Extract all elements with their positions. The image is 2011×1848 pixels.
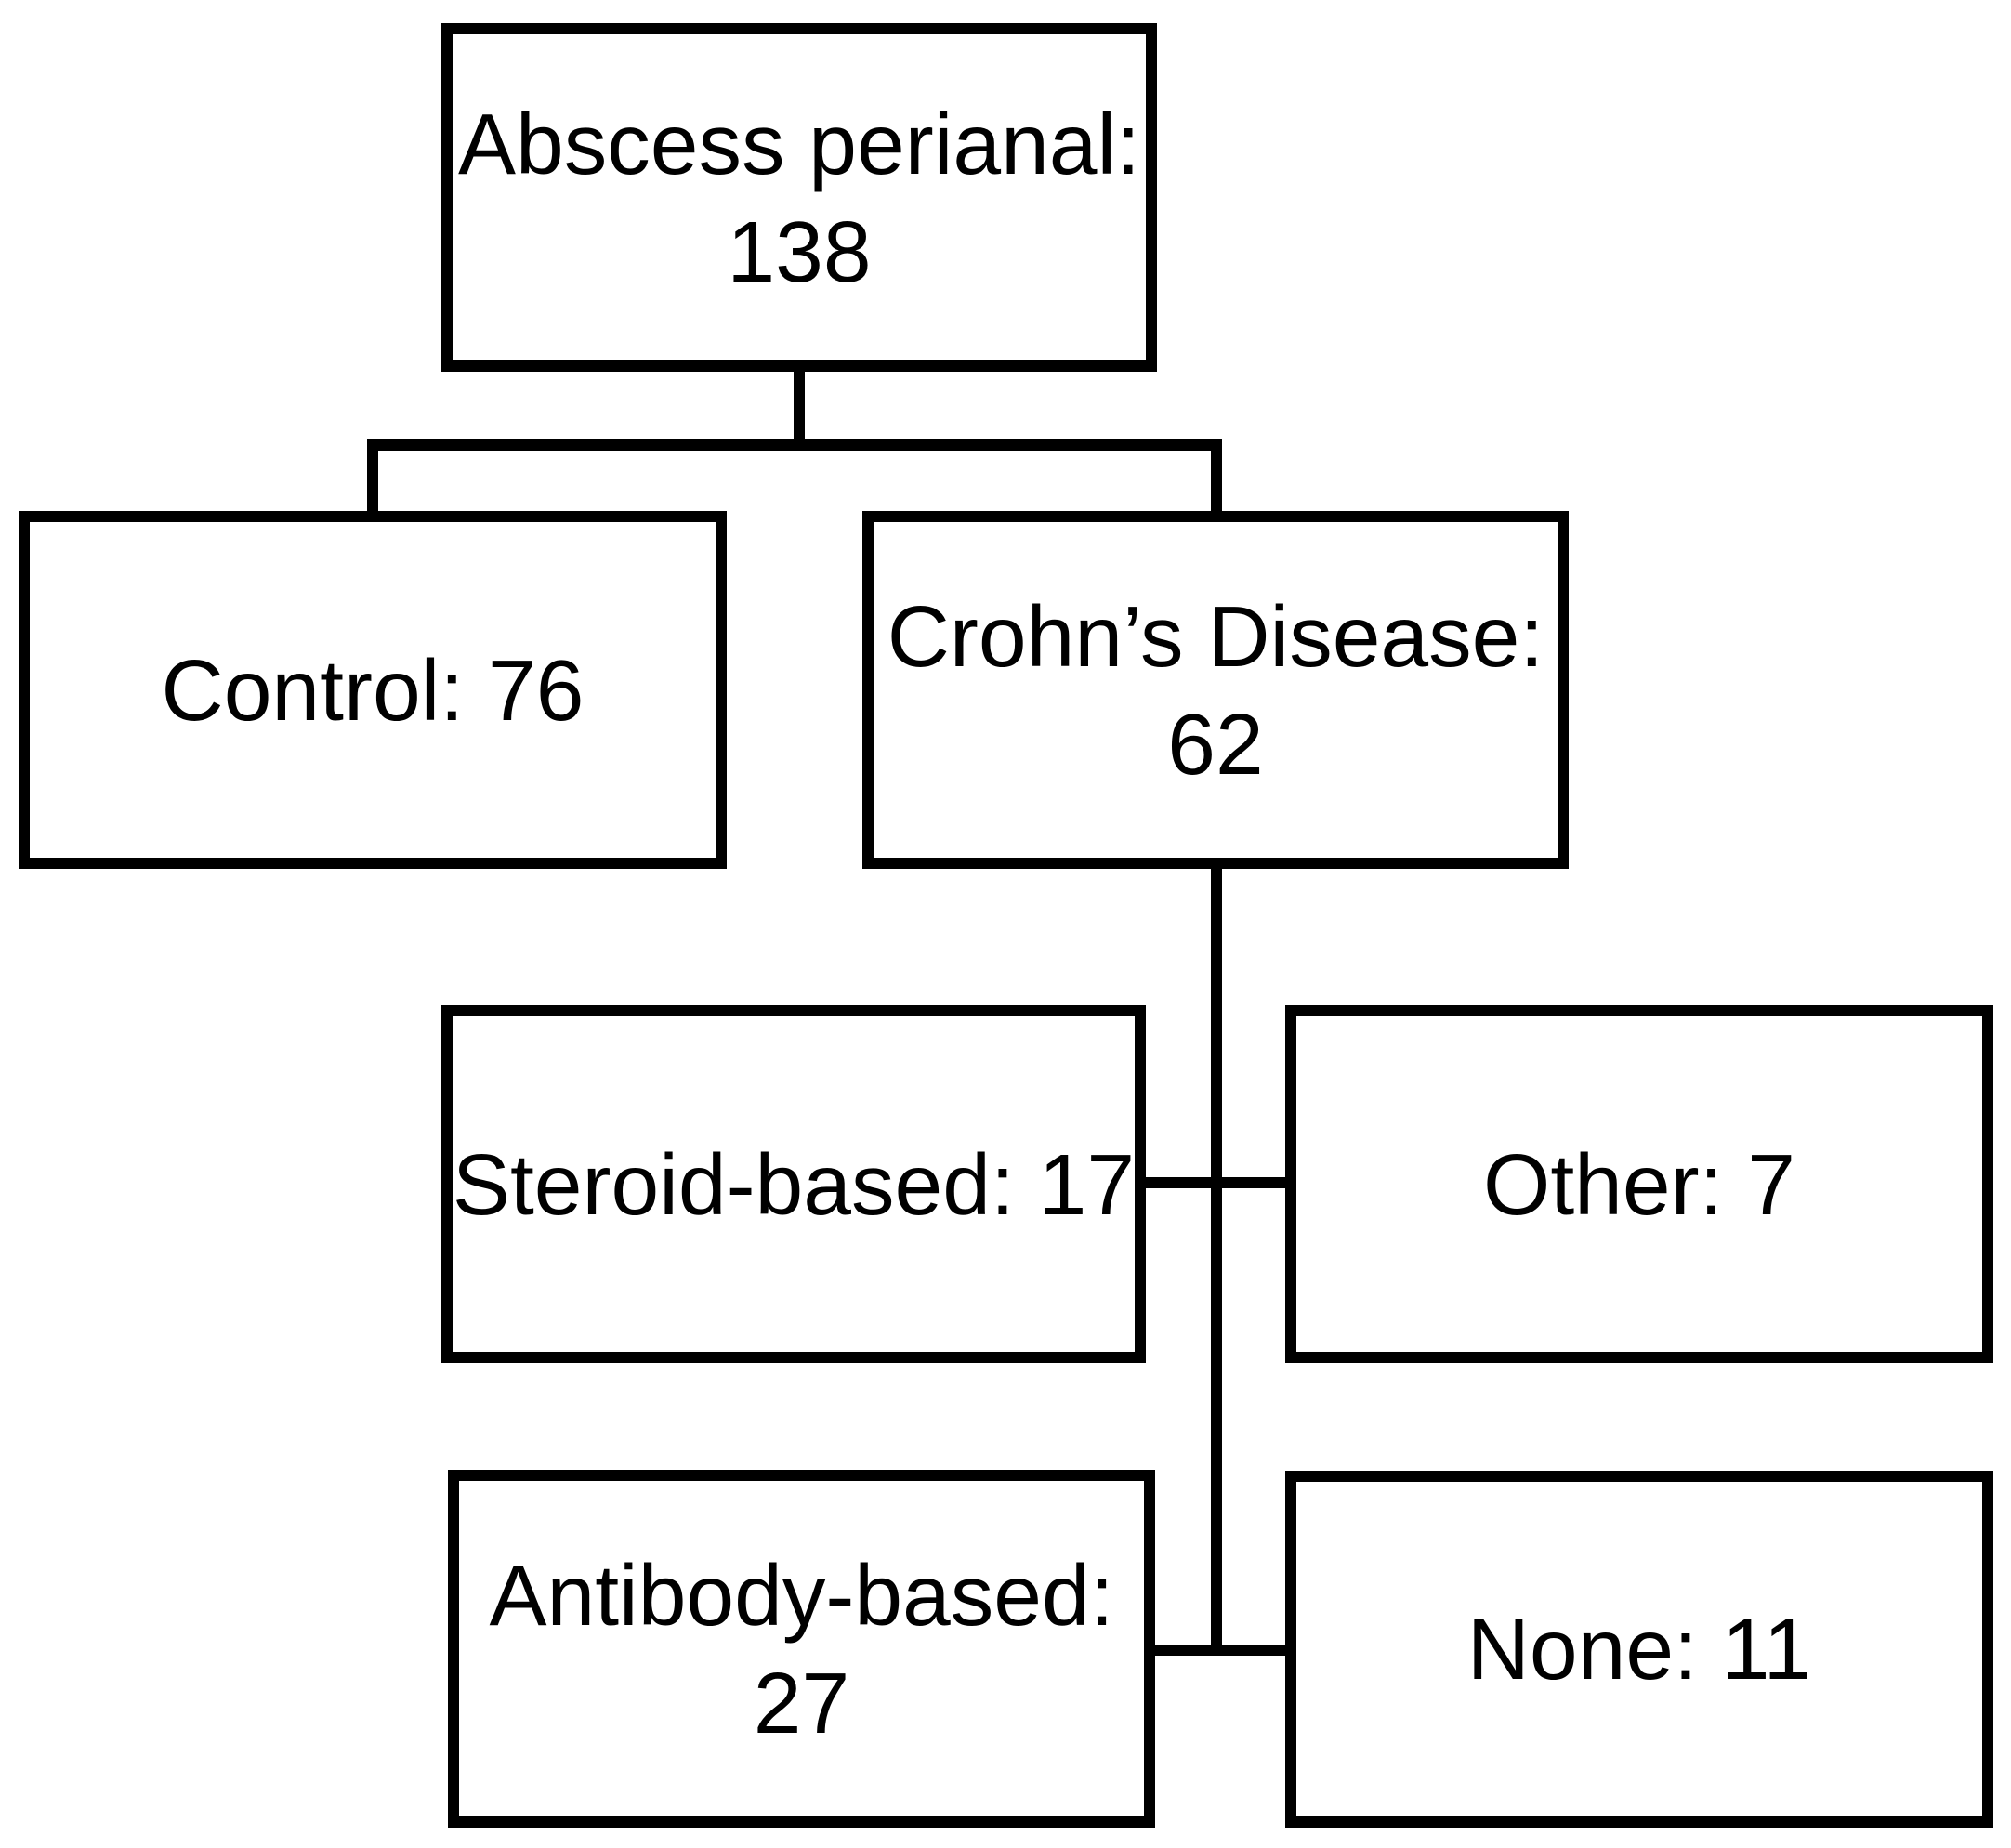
node-crohns-disease: Crohn’s Disease: 62 [862, 511, 1569, 869]
connector-crohns-drop [1211, 439, 1222, 518]
node-antibody-based-label-line2: 27 [753, 1654, 850, 1751]
node-other-label: Other: 7 [1483, 1135, 1795, 1233]
node-steroid-based: Steroid-based: 17 [441, 1005, 1146, 1363]
node-control-label: Control: 76 [161, 641, 585, 739]
connector-steroid-other-stub [1144, 1177, 1287, 1188]
node-other: Other: 7 [1285, 1005, 1993, 1363]
node-antibody-based: Antibody-based: 27 [448, 1470, 1155, 1828]
connector-level1-horizontal [367, 439, 1222, 451]
connector-crohns-trunk [1211, 867, 1222, 1656]
node-control: Control: 76 [19, 511, 727, 869]
node-steroid-based-label: Steroid-based: 17 [452, 1135, 1136, 1233]
node-crohns-disease-label-line1: Crohn’s Disease: [887, 587, 1544, 685]
node-none: None: 11 [1285, 1471, 1993, 1828]
node-crohns-disease-label-line2: 62 [1167, 695, 1264, 793]
node-none-label: None: 11 [1466, 1601, 1812, 1697]
node-abscess-perianal: Abscess perianal: 138 [441, 23, 1157, 372]
connector-control-drop [367, 439, 378, 518]
node-abscess-perianal-label-line1: Abscess perianal: [457, 95, 1141, 192]
connector-root-drop [794, 370, 805, 445]
node-antibody-based-label-line1: Antibody-based: [489, 1546, 1114, 1644]
node-abscess-perianal-label-line2: 138 [727, 203, 872, 300]
connector-antibody-none-stub [1153, 1645, 1287, 1656]
